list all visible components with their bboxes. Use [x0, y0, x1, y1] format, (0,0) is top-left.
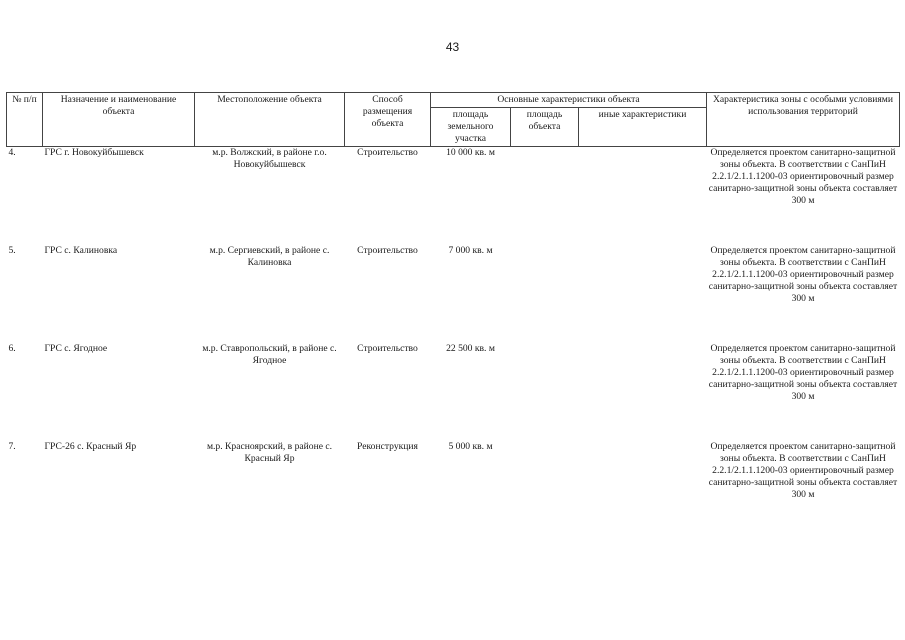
row-zone: Определяется проектом санитарно-защитной…: [708, 147, 898, 206]
row-name: ГРС с. Калиновка: [44, 245, 118, 256]
row-area: 10 000 кв. м: [446, 147, 495, 158]
row-other: [579, 343, 707, 441]
row-zone: Определяется проектом санитарно-защитной…: [708, 441, 898, 500]
row-location: м.р. Красноярский, в районе с. Красный Я…: [206, 441, 333, 464]
row-location: м.р. Ставропольский, в районе с. Ягодное: [202, 343, 337, 366]
row-method: Строительство: [357, 343, 418, 354]
header-zone: Характеристика зоны с особыми условиями …: [706, 92, 900, 147]
header-name: Назначение и наименование объекта: [42, 92, 195, 147]
row-object-area: [511, 441, 579, 539]
table-row: 4. ГРС г. Новокуйбышевск м.р. Волжский, …: [7, 147, 900, 246]
row-other: [579, 147, 707, 246]
row-num: 7.: [8, 441, 16, 452]
table-row: 7. ГРС-26 с. Красный Яр м.р. Красноярски…: [7, 441, 900, 539]
row-object-area: [511, 147, 579, 246]
row-area: 7 000 кв. м: [448, 245, 493, 256]
row-num: 5.: [8, 245, 16, 256]
objects-table: № п/п Назначение и наименование объекта …: [6, 92, 900, 539]
table-header: № п/п Назначение и наименование объекта …: [6, 92, 900, 147]
header-other: иные характеристики: [578, 107, 707, 147]
row-object-area: [511, 343, 579, 441]
row-method: Строительство: [357, 245, 418, 256]
table-row: 5. ГРС с. Калиновка м.р. Сергиевский, в …: [7, 245, 900, 343]
row-method: Реконструкция: [357, 441, 418, 452]
table-body: 4. ГРС г. Новокуйбышевск м.р. Волжский, …: [7, 147, 900, 540]
header-location: Местоположение объекта: [194, 92, 345, 147]
row-zone: Определяется проектом санитарно-защитной…: [708, 245, 898, 304]
header-method: Способ размещения объекта: [344, 92, 431, 147]
row-zone: Определяется проектом санитарно-защитной…: [708, 343, 898, 402]
header-main-characteristics: Основные характеристики объекта: [430, 92, 707, 108]
row-other: [579, 245, 707, 343]
page-number: 43: [445, 40, 460, 54]
row-other: [579, 441, 707, 539]
row-object-area: [511, 245, 579, 343]
header-num: № п/п: [6, 92, 43, 147]
row-num: 6.: [8, 343, 16, 354]
row-name: ГРС г. Новокуйбышевск: [44, 147, 144, 158]
row-location: м.р. Волжский, в районе г.о. Новокуйбыше…: [212, 147, 327, 170]
row-num: 4.: [8, 147, 16, 158]
header-object-area: площадь объекта: [510, 107, 579, 147]
row-location: м.р. Сергиевский, в районе с. Калиновка: [209, 245, 330, 268]
table-row: 6. ГРС с. Ягодное м.р. Ставропольский, в…: [7, 343, 900, 441]
row-method: Строительство: [357, 147, 418, 158]
header-land-area: площадь земельного участка: [430, 107, 511, 147]
row-area: 5 000 кв. м: [448, 441, 493, 452]
row-name: ГРС-26 с. Красный Яр: [44, 441, 137, 452]
row-name: ГРС с. Ягодное: [44, 343, 108, 354]
row-area: 22 500 кв. м: [446, 343, 495, 354]
